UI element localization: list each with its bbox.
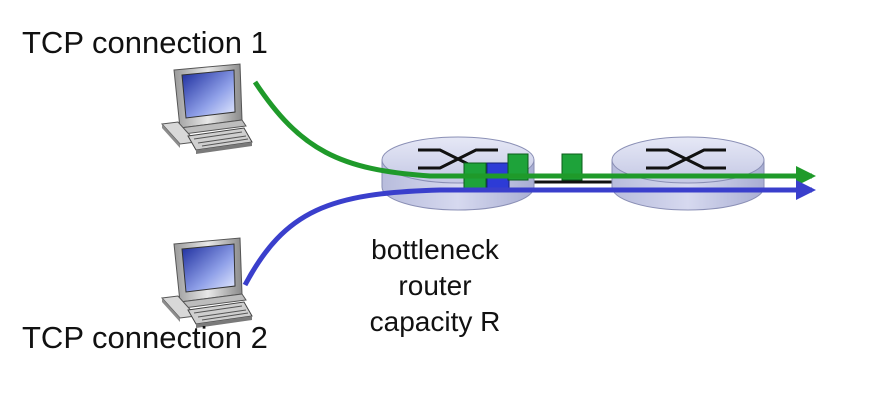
router2-icon [611, 136, 765, 211]
connection1-label: TCP connection 1 [22, 25, 268, 60]
host1-computer-icon [160, 63, 253, 154]
bottleneck-caption-line2: router [398, 270, 472, 301]
connection2-flow [242, 180, 816, 287]
connection1-flow [252, 80, 816, 186]
bottleneck-caption-line3: capacity R [369, 306, 501, 337]
connection2-label: TCP connection 2 [22, 320, 268, 355]
host2-computer-icon [160, 237, 253, 328]
bottleneck-caption: bottleneck router capacity R [335, 232, 535, 340]
bottleneck-caption-line1: bottleneck [371, 234, 499, 265]
